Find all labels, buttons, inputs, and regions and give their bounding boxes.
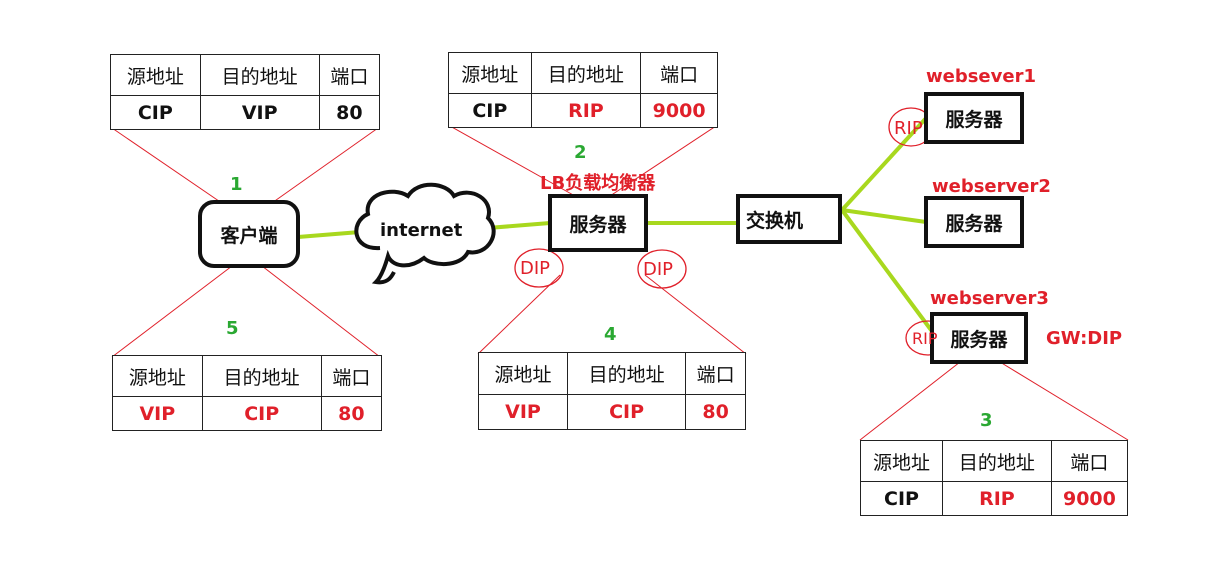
- callout-line: [449, 125, 576, 197]
- cell-dst: VIP: [199, 95, 320, 130]
- lb-server-node: 服务器: [548, 194, 648, 252]
- col-src: 源地址: [112, 354, 203, 398]
- link-internet-lb: [487, 221, 551, 230]
- callout-line: [111, 265, 233, 358]
- callout-line: [261, 265, 381, 358]
- col-dst: 目的地址: [199, 53, 320, 97]
- col-src: 源地址: [478, 351, 568, 396]
- callout-line: [999, 361, 1129, 441]
- col-port: 端口: [318, 53, 381, 97]
- link-client-internet: [297, 230, 361, 239]
- cell-dst: CIP: [201, 396, 322, 431]
- cell-dst: RIP: [941, 481, 1052, 516]
- cell-port: 80: [318, 95, 381, 130]
- webserver2-label: webserver2: [932, 176, 1051, 197]
- col-dst: 目的地址: [530, 51, 642, 95]
- webserver2-node: 服务器: [924, 196, 1024, 248]
- cell-dst: RIP: [530, 93, 642, 128]
- link-switch-server2: [841, 208, 927, 224]
- callout-line: [609, 125, 717, 197]
- col-src: 源地址: [860, 439, 943, 483]
- callout-line: [644, 274, 747, 355]
- cell-src: CIP: [860, 481, 943, 516]
- callout-line: [477, 274, 561, 355]
- cell-dst: CIP: [566, 394, 687, 430]
- link-switch-server1: [840, 114, 930, 212]
- internet-label: internet: [380, 220, 463, 241]
- col-src: 源地址: [448, 51, 532, 95]
- link-switch-server3: [840, 208, 936, 336]
- col-src: 源地址: [110, 53, 201, 97]
- client-node: 客户端: [198, 200, 300, 268]
- webserver3-label: webserver3: [930, 288, 1049, 309]
- cell-src: VIP: [112, 396, 203, 431]
- webserver1-label: websever1: [926, 66, 1036, 87]
- col-port: 端口: [320, 354, 383, 398]
- step-number-5: 5: [226, 318, 239, 339]
- lb-title: LB负载均衡器: [540, 173, 656, 194]
- step-number-1: 1: [230, 174, 243, 195]
- dip-left-circle: [514, 248, 564, 288]
- rip3-tag: RIP: [912, 329, 938, 348]
- step-number-3: 3: [980, 410, 993, 431]
- dip-right-circle: [637, 249, 687, 289]
- cell-src: VIP: [478, 394, 568, 430]
- webserver1-node: 服务器: [924, 92, 1024, 144]
- col-dst: 目的地址: [201, 354, 322, 398]
- callout-line: [261, 127, 379, 211]
- callout-line: [111, 127, 233, 211]
- cell-src: CIP: [110, 95, 201, 130]
- dip-right-tag: DIP: [643, 259, 674, 280]
- webserver3-node: 服务器: [930, 312, 1028, 364]
- step-number-2: 2: [574, 142, 587, 163]
- step-number-4: 4: [604, 324, 617, 345]
- col-port: 端口: [1050, 439, 1129, 483]
- col-dst: 目的地址: [941, 439, 1052, 483]
- cell-src: CIP: [448, 93, 532, 128]
- switch-node: 交换机: [736, 194, 842, 244]
- rip1-tag: RIP: [894, 118, 923, 139]
- cell-port: 9000: [1050, 481, 1129, 516]
- cell-port: 9000: [640, 93, 718, 128]
- cell-port: 80: [685, 394, 746, 430]
- gateway-label: GW:DIP: [1046, 328, 1123, 349]
- col-port: 端口: [685, 351, 746, 396]
- col-dst: 目的地址: [566, 351, 687, 396]
- callout-line: [859, 361, 961, 441]
- col-port: 端口: [640, 51, 718, 95]
- internet-cloud-icon: [354, 182, 496, 285]
- cell-port: 80: [320, 396, 383, 431]
- dip-left-tag: DIP: [520, 258, 551, 279]
